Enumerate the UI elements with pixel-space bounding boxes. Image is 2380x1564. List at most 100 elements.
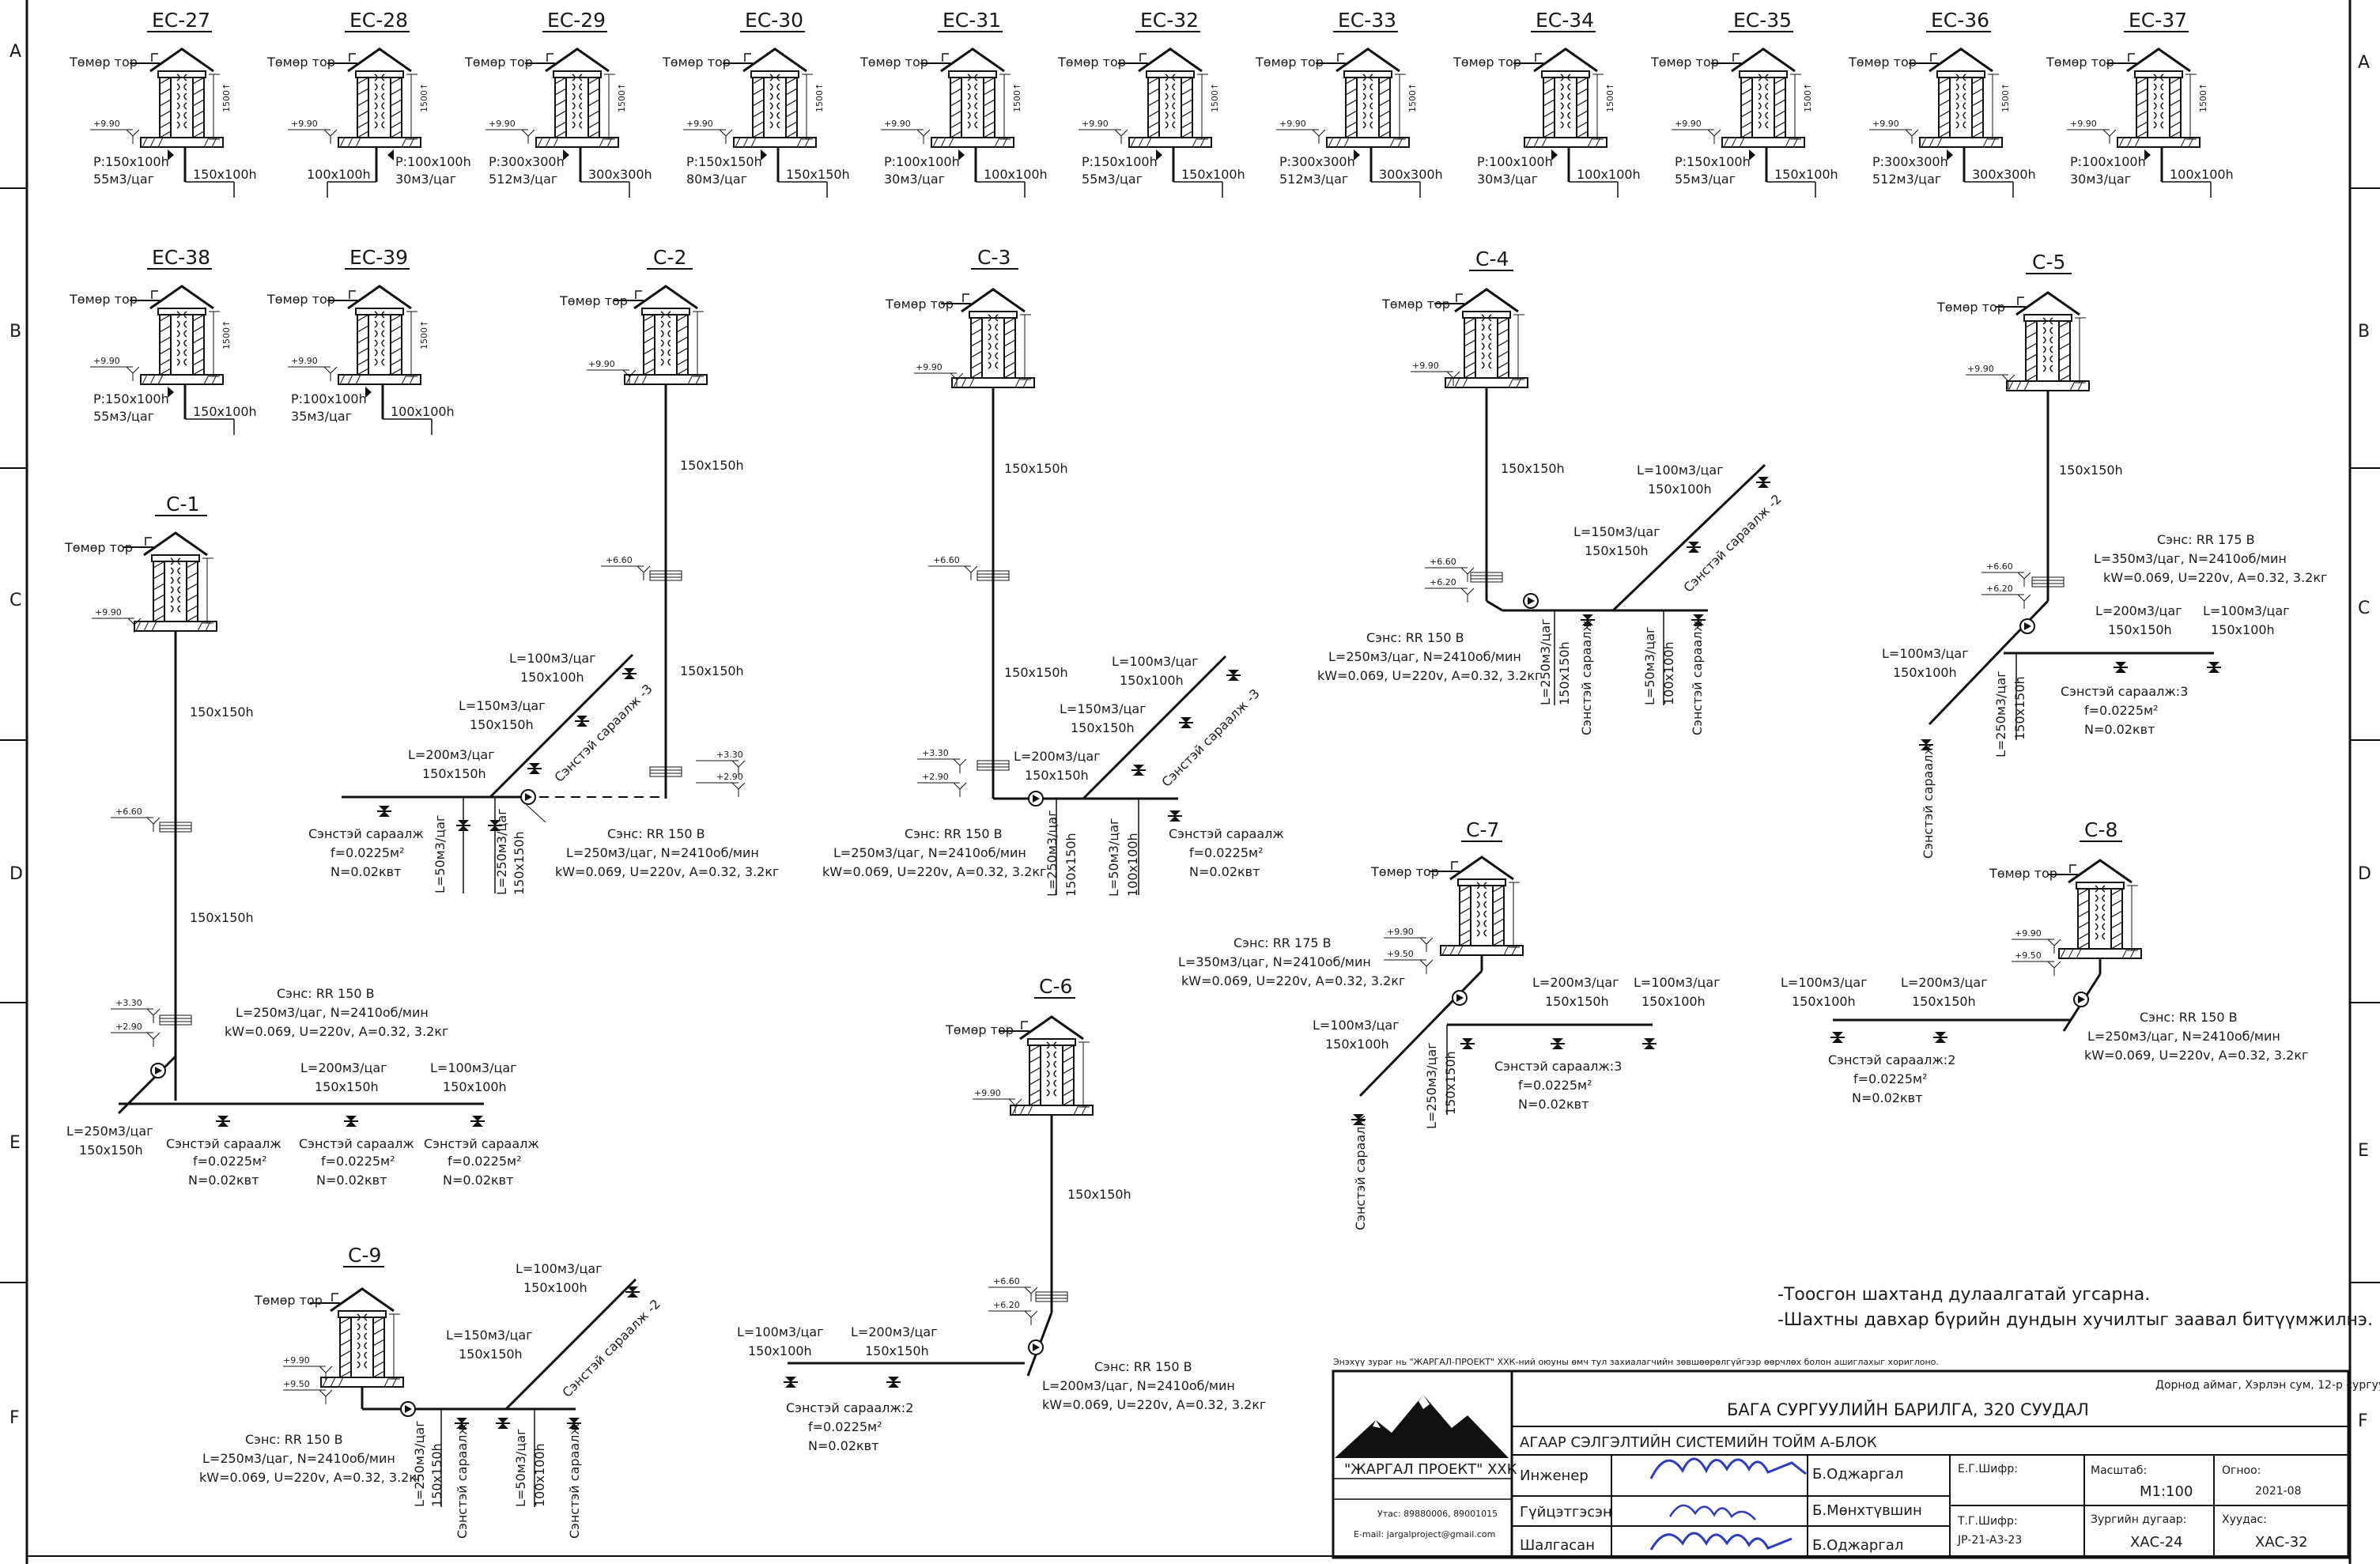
flow-label: L=100м3/цаг [516, 1261, 603, 1276]
row-label-b-right: B [2358, 322, 2370, 342]
duct-size: 100x100h [1125, 833, 1140, 897]
grille-label: Сэнстэй сараалж [1690, 620, 1705, 735]
duct-size: 300x300h [1379, 167, 1443, 182]
flow-label: L=250м3/цаг [1538, 618, 1553, 705]
shaft-c9-title: С-9 [348, 1244, 381, 1267]
flow-label: L=100м3/цаг [1634, 975, 1721, 990]
damper-icon [2144, 149, 2151, 161]
duct-size: 100x100h [984, 167, 1048, 182]
damper-tag: P:100x100h [884, 154, 960, 169]
scale-label: Масштаб: [2091, 1464, 2147, 1477]
ec-unit-title: ЕС-35 [1733, 9, 1792, 32]
ec-unit-title: ЕС-31 [943, 9, 1001, 32]
elev-label: +9.90 [283, 1355, 310, 1366]
grille-label: Сэнстэй сараалж:2 [1828, 1052, 1955, 1067]
grille-label: Сэнстэй сараалж:3 [1494, 1059, 1622, 1074]
flow-tag: 512м3/цаг [489, 172, 557, 187]
flow-label: L=100м3/цаг [1882, 646, 1969, 661]
flow-tag: 55м3/цаг [93, 172, 154, 187]
duct-size: 100x100h [307, 167, 371, 182]
flow-tag: 30м3/цаг [395, 172, 456, 187]
elev-label: +9.90 [95, 607, 122, 618]
damper-tag: P:300x300h [1872, 154, 1948, 169]
roof-label: Төмөр тор [662, 55, 731, 70]
duct-size: 150x150h [1443, 1051, 1458, 1115]
row-label-e-left: E [9, 1133, 21, 1153]
elev-label: +9.90 [884, 119, 911, 129]
elev-marker [1078, 129, 1128, 145]
duct-size: 150x100h [1893, 665, 1957, 680]
duct-size: 150x150h [1063, 833, 1079, 897]
duct-size: 150x150h [1025, 768, 1089, 783]
flow-label: L=50м3/цаг [1106, 818, 1121, 897]
flow-label: L=200м3/цаг [1901, 975, 1988, 990]
fan-spec: Сэнс: RR 150 B [607, 826, 705, 841]
shaft-c9: С-9 Төмөр тор +9.90 +9.50 L=100м3/цаг 15… [199, 1244, 663, 1539]
shaft-c8-title: С-8 [2084, 818, 2117, 841]
shaft-head-symbol [1709, 47, 1806, 149]
grille-label: Сэнстэй сараалж:2 [786, 1400, 913, 1415]
duct-size: 150x150h [2059, 463, 2123, 478]
damper-icon [1947, 149, 1953, 161]
fan-spec: Сэнс: RR 150 B [905, 826, 1003, 841]
elev-label: +9.50 [1387, 949, 1414, 959]
duct-size: 150x100h [1641, 994, 1706, 1009]
height-dim-label: 1500↑ [221, 83, 232, 112]
row-label-d-left: D [9, 864, 23, 884]
elev-label: +9.90 [1412, 361, 1439, 371]
elev-label: +9.90 [2070, 119, 2097, 129]
name-checked: Б.Оджаргал [1812, 1537, 1903, 1554]
grille-area: f=0.0225м² [2084, 703, 2159, 718]
height-dim-label: 1500↑ [1407, 83, 1418, 112]
duct-size: 150x100h [193, 167, 257, 182]
damper-tag: P:300x300h [489, 154, 565, 169]
height-dim-label: 1500↑ [221, 320, 232, 349]
grille-label: Сэнстэй сараалж [424, 1136, 539, 1151]
damper-icon [168, 387, 174, 398]
shaft-head-symbol [721, 47, 818, 149]
flow-label: L=100м3/цаг [430, 1060, 517, 1075]
elev-label: +3.30 [115, 998, 142, 1008]
elev-label: +9.90 [916, 362, 943, 372]
note-2: -Шахтны давхар бүрийн дундын хучилтыг за… [1777, 1310, 2373, 1330]
roof-label: Төмөр тор [1057, 55, 1126, 70]
grille-power: N=0.02квт [316, 1173, 387, 1188]
fan-spec: L=350м3/цаг, N=2410об/мин [2094, 551, 2287, 566]
duct-size: 150x100h [1181, 167, 1245, 182]
fan-spec: kW=0.069, U=220v, A=0.32, 3.2кг [822, 864, 1046, 879]
elev-label: +9.50 [283, 1379, 310, 1389]
duct-size: 150x150h [786, 167, 850, 182]
damper-tag: P:150x100h [93, 391, 169, 406]
name-performed: Б.Мөнхтүвшин [1812, 1502, 1922, 1519]
shaft-c7: С-7 Төмөр тор +9.90 +9.50 Сэнс: RR 175 B… [1178, 818, 1721, 1230]
grille-power: N=0.02квт [188, 1173, 259, 1188]
row-label-f-left: F [9, 1408, 20, 1428]
roof-label: Төмөр тор [69, 292, 138, 307]
ec-unit-title: ЕС-29 [547, 9, 606, 32]
row-label-f-right: F [2358, 1411, 2368, 1431]
duct-size: 150x100h [523, 1280, 587, 1295]
elev-label: +9.90 [93, 119, 120, 129]
shaft-head-symbol [2105, 47, 2201, 149]
roof-label: Төмөр тор [266, 292, 335, 307]
grille-label: Сэнстэй сараалж [166, 1136, 281, 1151]
height-dim-label: 1500↑ [419, 83, 429, 112]
shaft-c3-title: С-3 [977, 246, 1011, 269]
elev-label: +6.20 [1986, 584, 2013, 594]
elev-label: +6.60 [606, 555, 633, 565]
fan-spec: L=250м3/цаг, N=2410об/мин [2087, 1029, 2280, 1044]
signature-checked [1649, 1532, 1793, 1551]
fan-spec: Сэнс: RR 175 B [1233, 935, 1332, 950]
company-name: "ЖАРГАЛ ПРОЕКТ" ХХК [1344, 1461, 1517, 1478]
elev-marker [880, 129, 931, 145]
height-dim-label: 1500↑ [1012, 83, 1022, 112]
shaft-head-symbol [919, 47, 1015, 149]
role-performed: Гүйцэтгэсэн [1520, 1504, 1612, 1521]
elev-label: +9.90 [686, 119, 713, 129]
flow-tag: 55м3/цаг [1675, 172, 1736, 187]
drawing-no-label: Зургийн дугаар: [2091, 1513, 2186, 1526]
